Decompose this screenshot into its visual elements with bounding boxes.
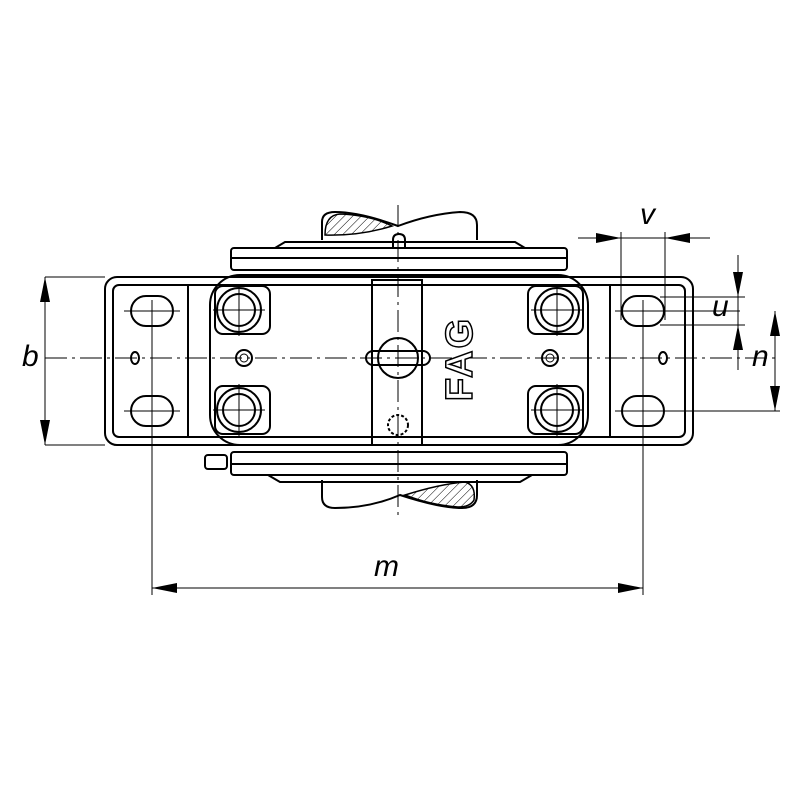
- shaft-top: [321, 210, 478, 240]
- base-plate: [104, 276, 694, 446]
- dimension-m-label: m: [374, 550, 399, 583]
- dimension-v-label: v: [640, 198, 655, 231]
- shaft-bottom: [321, 480, 478, 510]
- dimension-arrows: [40, 233, 780, 593]
- base-plate-inner: [112, 284, 686, 438]
- housing-body: [209, 274, 589, 446]
- fag-logo: FAG: [438, 316, 482, 402]
- dimension-u-label: u: [712, 290, 729, 323]
- top-cap-bump: [274, 241, 526, 249]
- center-strip: [371, 279, 423, 446]
- bottom-bump: [267, 474, 533, 483]
- eye-bolt: [392, 232, 406, 248]
- bolts: [214, 285, 584, 435]
- dimension-n-label: n: [752, 340, 769, 373]
- dimension-b-label: b: [22, 340, 39, 373]
- grease-plug-icon: [204, 454, 228, 470]
- mounting-slots: [130, 295, 668, 427]
